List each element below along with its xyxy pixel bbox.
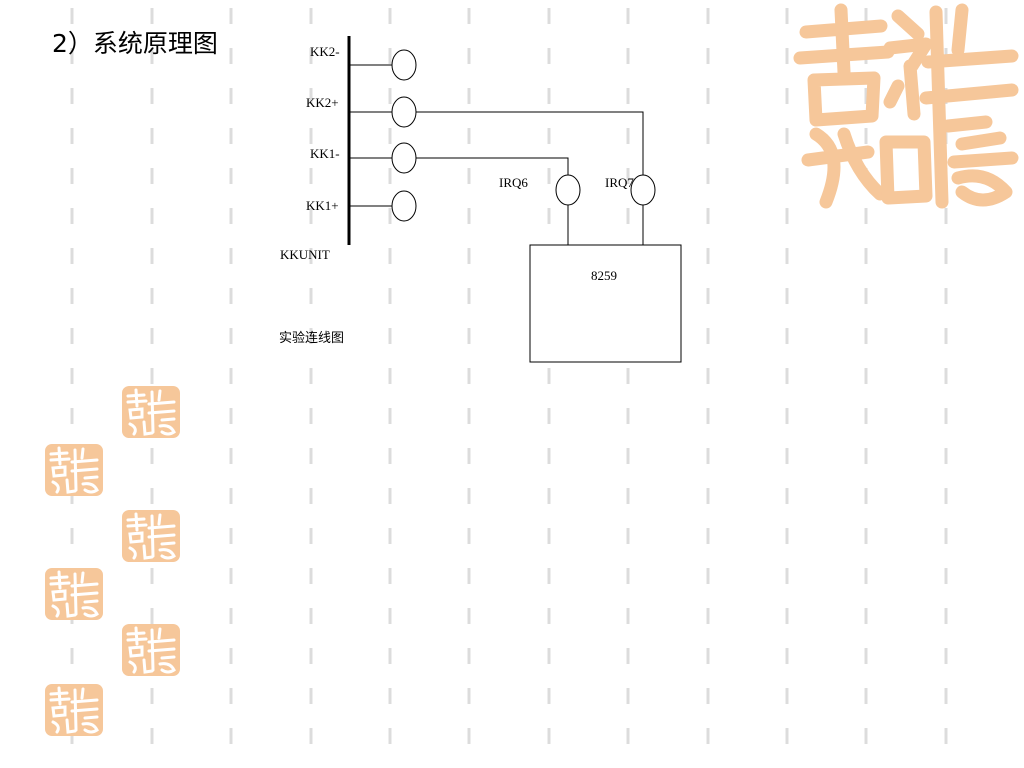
wire-kk1-minus-to-irq6 (416, 157, 569, 175)
bus-label: KKUNIT (280, 247, 330, 262)
wire-kk2-plus-to-irq7 (416, 111, 644, 175)
diagram-caption: 实验连线图 (279, 330, 344, 345)
irq7-connector (630, 174, 656, 206)
port-label-kk1-minus: KK1- (310, 146, 340, 161)
lucky-stamp-small-6 (45, 684, 103, 736)
kk1-minus-connector (391, 142, 417, 174)
lucky-stamp-small-3 (122, 510, 180, 562)
chip-8259-box (529, 244, 682, 363)
lucky-stamp-small-5 (122, 624, 180, 676)
irq6-connector (555, 174, 581, 206)
kk1-plus-connector (391, 190, 417, 222)
kk2-minus-connector (391, 49, 417, 81)
lucky-stamp-small-4 (45, 568, 103, 620)
slide-title: 2）系统原理图 (52, 29, 218, 58)
irq7-label: IRQ7 (605, 175, 634, 190)
kk2-plus-connector (391, 96, 417, 128)
irq6-label: IRQ6 (499, 175, 528, 190)
chip-label: 8259 (591, 268, 617, 283)
lucky-stamp-small-1 (122, 386, 180, 438)
lucky-stamp-large (793, 3, 1019, 209)
port-label-kk2-plus: KK2+ (306, 95, 339, 110)
port-label-kk2-minus: KK2- (310, 44, 340, 59)
port-label-kk1-plus: KK1+ (306, 198, 339, 213)
lucky-stamp-small-2 (45, 444, 103, 496)
